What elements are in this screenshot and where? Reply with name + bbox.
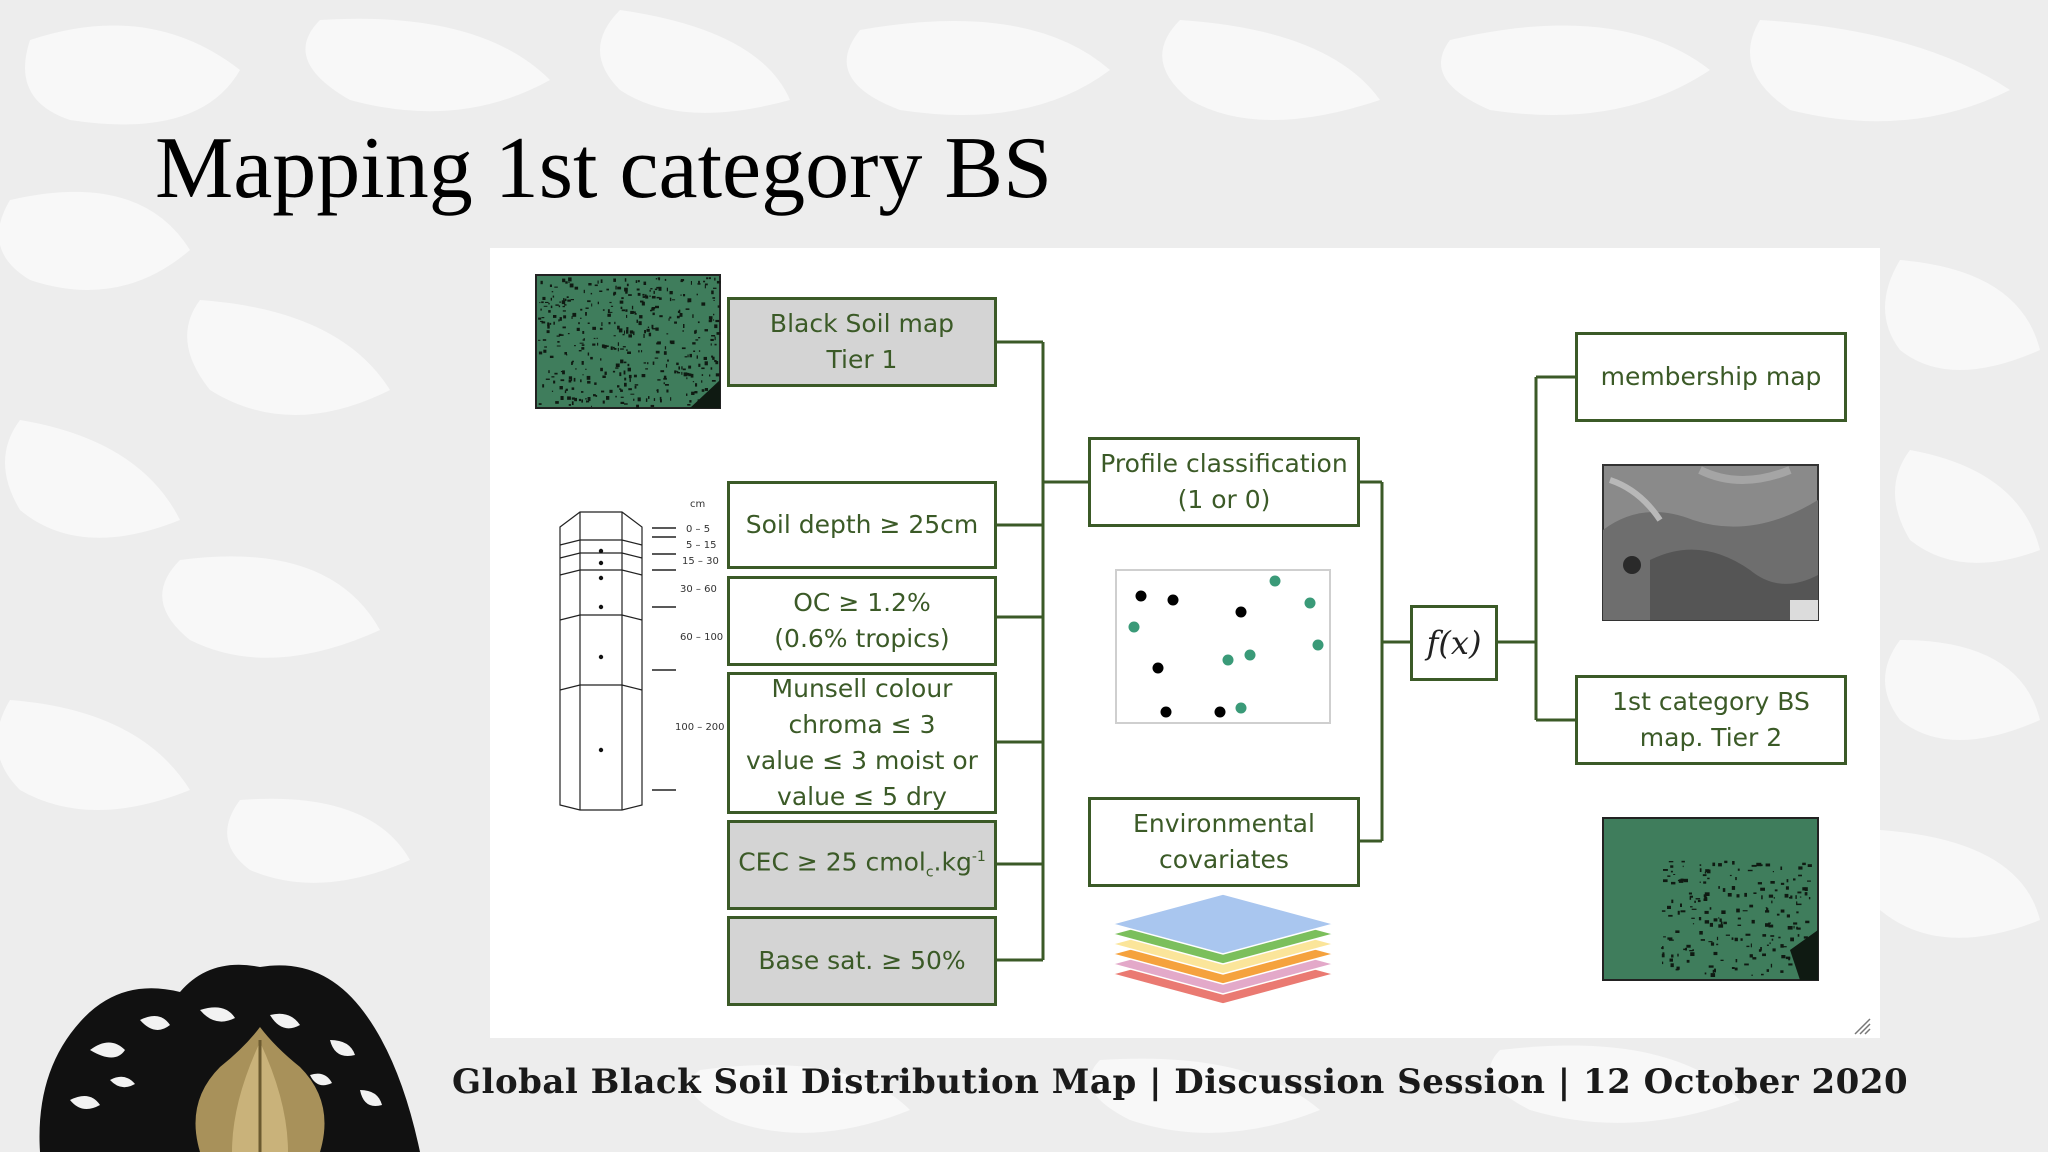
box-label-line: 1st category BS xyxy=(1612,687,1810,716)
cec-box: CEC ≥ 25 cmolc.kg-1 xyxy=(727,820,997,910)
box-label-line: OC ≥ 1.2% xyxy=(793,588,931,617)
category-bs-map-box: 1st category BS map. Tier 2 xyxy=(1575,675,1847,765)
cec-text: CEC ≥ 25 cmol xyxy=(738,847,926,877)
slide-title: Mapping 1st category BS xyxy=(155,120,1053,217)
category-map-thumbnail xyxy=(1602,817,1819,981)
box-label-line: (1 or 0) xyxy=(1177,485,1271,514)
profile-point xyxy=(1244,649,1256,661)
resize-handle-icon xyxy=(1854,1018,1871,1035)
box-label-line: value ≤ 5 dry xyxy=(777,782,947,811)
cec-subscript: c xyxy=(925,864,934,881)
cec-superscript: -1 xyxy=(971,849,986,866)
depth-label: 5 – 15 xyxy=(686,540,717,551)
profile-point xyxy=(1160,706,1172,718)
box-label-line: (0.6% tropics) xyxy=(774,624,950,653)
profile-point xyxy=(1269,575,1281,587)
profile-point xyxy=(1312,639,1324,651)
depth-label: 0 – 5 xyxy=(686,524,711,535)
box-label-line: value ≤ 3 moist or xyxy=(746,746,978,775)
depth-label: 30 – 60 xyxy=(680,584,717,595)
function-box: f(x) xyxy=(1410,605,1498,681)
covariate-layers-icon xyxy=(1109,893,1337,1005)
profile-points-plot xyxy=(1115,569,1331,724)
function-label: f(x) xyxy=(1426,624,1482,662)
munsell-colour-box: Munsell colour chroma ≤ 3 value ≤ 3 moist … xyxy=(727,672,997,814)
profile-point xyxy=(1128,621,1140,633)
membership-map-thumbnail xyxy=(1602,464,1819,621)
logo xyxy=(39,964,420,1152)
box-label-line: Munsell colour xyxy=(771,674,953,703)
profile-point xyxy=(1304,597,1316,609)
environmental-covariates-box: Environmental covariates xyxy=(1088,797,1360,887)
profile-point xyxy=(1167,594,1179,606)
profile-classification-box: Profile classification (1 or 0) xyxy=(1088,437,1360,527)
profile-point xyxy=(1222,654,1234,666)
depth-unit-label: cm xyxy=(690,499,706,510)
depth-label: 100 – 200 xyxy=(675,722,725,733)
box-label-line: map. Tier 2 xyxy=(1639,723,1783,752)
box-label-line: Profile classification xyxy=(1100,449,1348,478)
depth-label: 60 – 100 xyxy=(680,632,724,643)
covariate-layer xyxy=(1109,893,1337,955)
organic-carbon-box: OC ≥ 1.2% (0.6% tropics) xyxy=(727,576,997,666)
input-connectors xyxy=(996,340,1089,962)
box-label-line: covariates xyxy=(1159,845,1289,874)
cec-unit: .kg xyxy=(933,847,972,877)
box-label-line: Base sat. ≥ 50% xyxy=(758,946,966,975)
black-soil-map-thumbnail xyxy=(535,274,721,409)
box-label-line: chroma ≤ 3 xyxy=(788,710,936,739)
model-connectors xyxy=(1358,375,1576,843)
box-label-line: Black Soil map xyxy=(769,309,955,338)
profile-point xyxy=(1214,706,1226,718)
profile-point xyxy=(1135,590,1147,602)
profile-point xyxy=(1235,702,1247,714)
membership-map-box: membership map xyxy=(1575,332,1847,422)
depth-label: 15 – 30 xyxy=(682,556,719,567)
box-label-line: Tier 1 xyxy=(826,345,898,374)
box-label-line: Soil depth ≥ 25cm xyxy=(745,510,979,539)
box-label-line: membership map xyxy=(1600,362,1822,391)
slide-footer: Global Black Soil Distribution Map | Dis… xyxy=(452,1062,1909,1102)
box-label-line: Environmental xyxy=(1133,809,1315,838)
profile-point xyxy=(1152,662,1164,674)
base-saturation-box: Base sat. ≥ 50% xyxy=(727,916,997,1006)
soil-profile-drawing xyxy=(559,511,676,811)
soil-depth-box: Soil depth ≥ 25cm xyxy=(727,481,997,569)
profile-point xyxy=(1235,606,1247,618)
